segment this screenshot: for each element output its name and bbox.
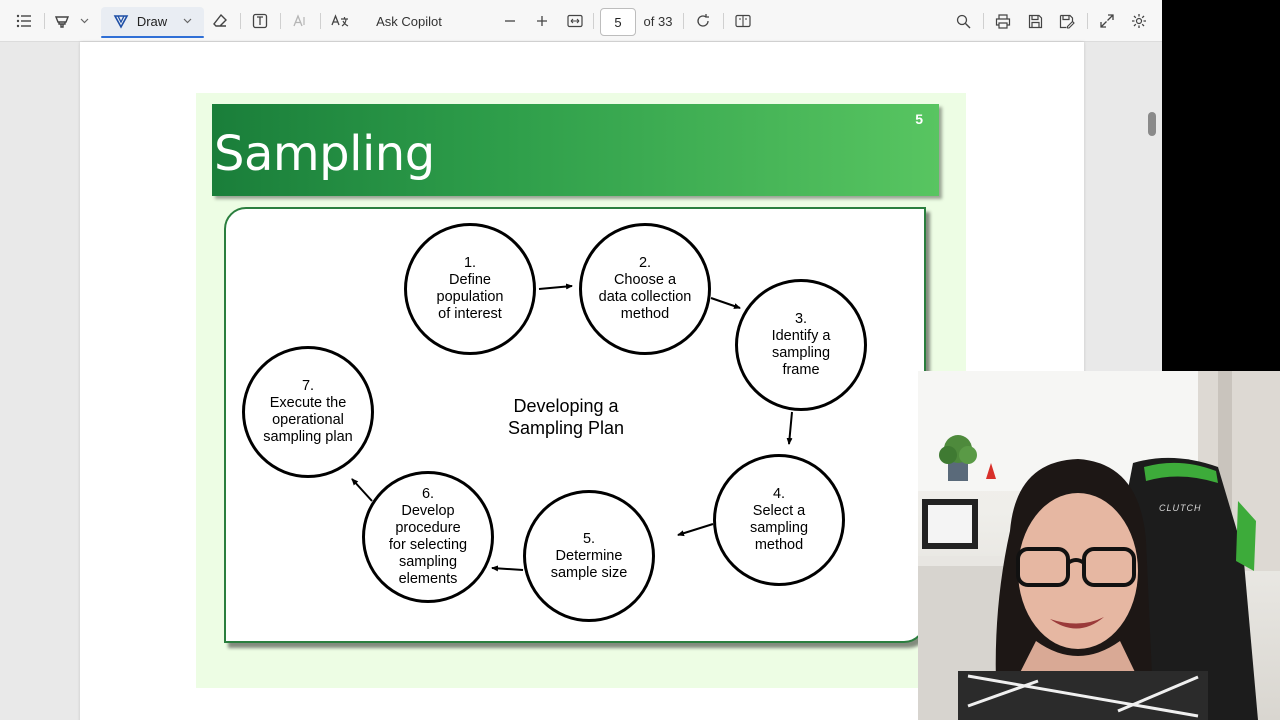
read-aloud-icon [293,14,305,27]
diagram-center-label: Developing a Sampling Plan [507,396,625,438]
add-text-button[interactable] [248,0,272,42]
draw-button[interactable]: Draw [101,0,204,42]
arrow-4-to-5 [677,523,714,537]
step-1-define-population: 1. Define population of interest [404,223,536,355]
settings-button[interactable] [1127,0,1151,42]
settings-icon [1132,14,1146,28]
page-view-button[interactable] [731,0,755,42]
draw-label: Draw [136,13,168,29]
fit-width-icon [567,14,583,28]
step-5-determine-size: 5. Determine sample size [523,490,655,622]
zoom-in-icon [537,16,547,26]
highlight-button[interactable] [50,0,74,42]
search-icon [956,14,970,28]
translate-icon [331,14,349,27]
translate-button[interactable] [328,0,352,42]
slide: Sampling 5 1. Define popu [196,93,966,688]
draw-pen-icon [113,15,129,29]
arrow-2-to-3 [710,297,741,309]
chevron-down-icon [183,18,192,24]
save-button[interactable] [1023,0,1047,42]
page-current: 5 [614,14,622,30]
fullscreen-button[interactable] [1095,0,1119,42]
read-aloud-button[interactable] [288,0,312,42]
step-4-select-method: 4. Select a sampling method [713,454,845,586]
highlighter-icon [54,16,70,28]
arrow-5-to-6 [491,565,524,572]
contents-icon [16,14,31,28]
scrollbar-thumb[interactable] [1148,112,1156,136]
two-page-icon [735,14,751,28]
print-button[interactable] [991,0,1015,42]
arrow-3-to-4 [786,411,793,445]
zoom-in-button[interactable] [530,0,554,42]
highlight-options-button[interactable] [76,0,92,42]
slide-number: 5 [915,111,923,127]
sampling-plan-diagram: 1. Define population of interest 2. Choo… [224,207,926,643]
diagram-arrows [351,283,793,572]
vertical-scrollbar[interactable] [1145,42,1159,720]
eraser-icon [213,13,227,27]
page-total-label: of 33 [643,13,673,29]
zoom-out-icon [505,20,515,22]
ask-copilot-button[interactable]: Ask Copilot [364,0,454,42]
rotate-button[interactable] [691,0,715,42]
step-6-develop-procedure: 6. Develop procedure for selecting sampl… [362,471,494,603]
webcam-scene [918,371,1280,720]
text-box-icon [252,13,268,29]
slide-title: Sampling [214,126,435,182]
erase-button[interactable] [208,0,232,42]
arrow-6-to-7 [351,478,373,502]
step-7-execute-plan: 7. Execute the operational sampling plan [242,346,374,478]
step-2-choose-method: 2. Choose a data collection method [579,223,711,355]
ask-copilot-label: Ask Copilot [376,13,442,29]
webcam-overlay: CLUTCH [918,371,1280,720]
arrow-1-to-2 [538,283,573,290]
save-as-button[interactable] [1055,0,1079,42]
print-icon [995,13,1011,29]
page-total: of 33 [640,0,676,42]
page-number-input[interactable]: 5 [600,8,636,36]
rotate-icon [697,14,709,27]
pdf-viewer: Draw Ask Copilot [0,0,1162,720]
save-as-icon [1059,14,1075,29]
slide-header: Sampling 5 [212,104,939,196]
step-3-identify-frame: 3. Identify a sampling frame [735,279,867,411]
chair-brand-logo: CLUTCH [1159,503,1202,513]
save-icon [1028,14,1042,28]
chevron-down-icon [80,18,88,24]
fit-width-button[interactable] [563,0,587,42]
contents-button[interactable] [10,0,38,42]
zoom-out-button[interactable] [498,0,522,42]
fullscreen-icon [1100,14,1114,28]
toolbar: Draw Ask Copilot [0,0,1162,42]
search-button[interactable] [951,0,975,42]
